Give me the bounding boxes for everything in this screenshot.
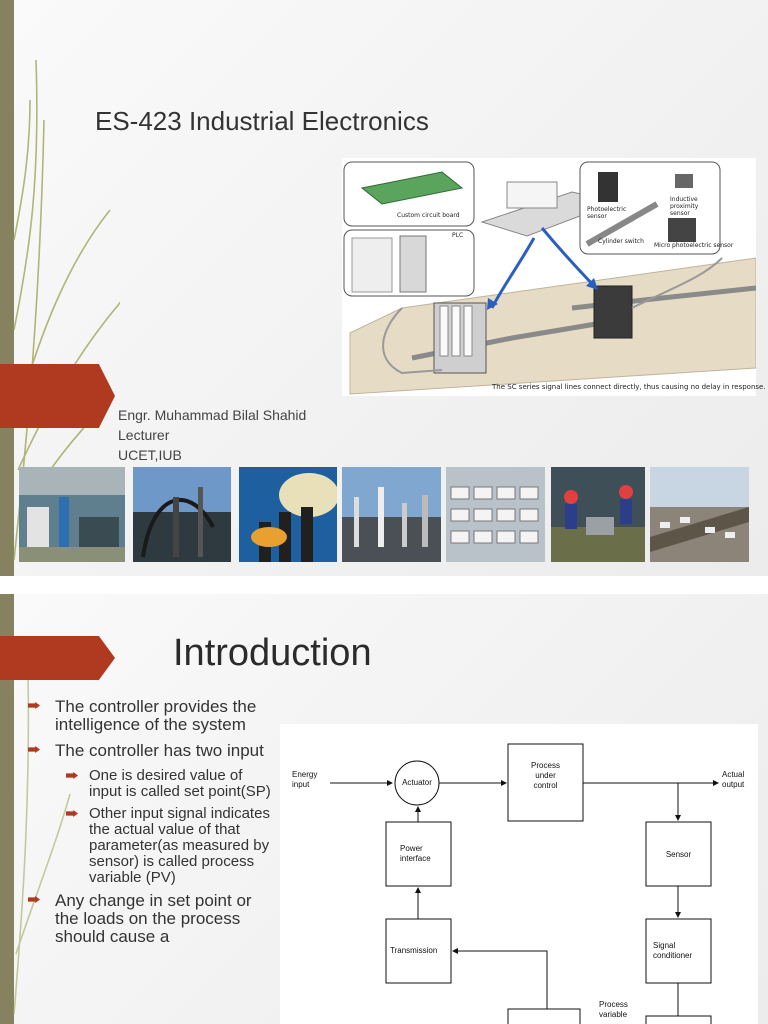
author-institution: UCET,IUB <box>118 447 182 463</box>
bullet-arrow-icon <box>28 746 40 753</box>
bullet-arrow-icon <box>66 772 78 779</box>
pipeline-plant-photo <box>133 467 231 562</box>
bullet-item: The controller has two input <box>28 742 278 760</box>
sensor-label: Sensor <box>665 850 692 859</box>
course-title: ES-423 Industrial Electronics <box>95 106 429 136</box>
process-variable-label: Process variable <box>599 1000 628 1019</box>
hero-label-cylinder: Cylinder switch <box>598 238 644 245</box>
car-lot-photo <box>446 467 545 562</box>
sub-bullet-item: Other input signal indicates the actual … <box>28 806 278 886</box>
hero-label-prox-sensor: Inductive proximity sensor <box>670 196 699 217</box>
bullet-item: The controller provides the intelligence… <box>28 698 278 734</box>
hero-label-board: Custom circuit board <box>397 212 460 219</box>
hero-caption: The SC series signal lines connect direc… <box>492 383 766 391</box>
assembly-line-photo <box>551 467 645 562</box>
author-role: Lecturer <box>118 427 170 443</box>
hero-label-micro-sensor: Micro photoelectric sensor <box>654 242 734 249</box>
accent-tab <box>0 636 115 680</box>
factory-floor-photo <box>19 467 125 562</box>
bullet-item: Any change in set point or the loads on … <box>28 892 278 946</box>
sub-bullet-item: One is desired value of input is called … <box>28 768 278 800</box>
accent-tab <box>0 364 115 428</box>
hero-label-photo-sensor: Photoelectric sensor <box>587 206 627 220</box>
frond-decoration <box>13 673 71 1015</box>
actuator-label: Actuator <box>402 778 432 787</box>
olive-side-bar <box>0 0 14 576</box>
bullet-list: The controller provides the intelligence… <box>28 698 278 954</box>
hero-label-plc: PLC <box>452 232 464 239</box>
transmission-label: Transmission <box>390 946 438 955</box>
smokestacks-photo <box>239 467 337 562</box>
author-name: Engr. Muhammad Bilal Shahid <box>118 407 307 423</box>
author-block: Engr. Muhammad Bilal Shahid Lecturer UCE… <box>118 405 306 465</box>
actual-output-label: Actual output <box>722 770 745 789</box>
bullet-arrow-icon <box>28 702 40 709</box>
slide-title: Introduction <box>173 632 372 674</box>
power-interface-label: Power interface <box>400 844 431 863</box>
industry-photo-strip <box>19 467 749 562</box>
refinery-photo <box>342 467 441 562</box>
bullet-arrow-icon <box>66 810 78 817</box>
signal-conditioner-label: Signal conditioner <box>653 941 693 960</box>
olive-side-bar <box>0 594 14 1024</box>
process-label: Process under control <box>531 761 560 790</box>
shipyard-photo <box>650 467 749 562</box>
wiring-hero-image: Custom circuit board PLC Photoelectric s… <box>342 158 766 396</box>
bullet-arrow-icon <box>28 896 40 903</box>
title-slide: ES-423 Industrial Electronics <box>0 0 768 576</box>
energy-input-label: Energy input <box>292 770 318 789</box>
introduction-slide: Introduction The controller provides the… <box>0 594 768 1024</box>
control-block-diagram: Energy input Actuator Process under cont… <box>280 724 758 1024</box>
